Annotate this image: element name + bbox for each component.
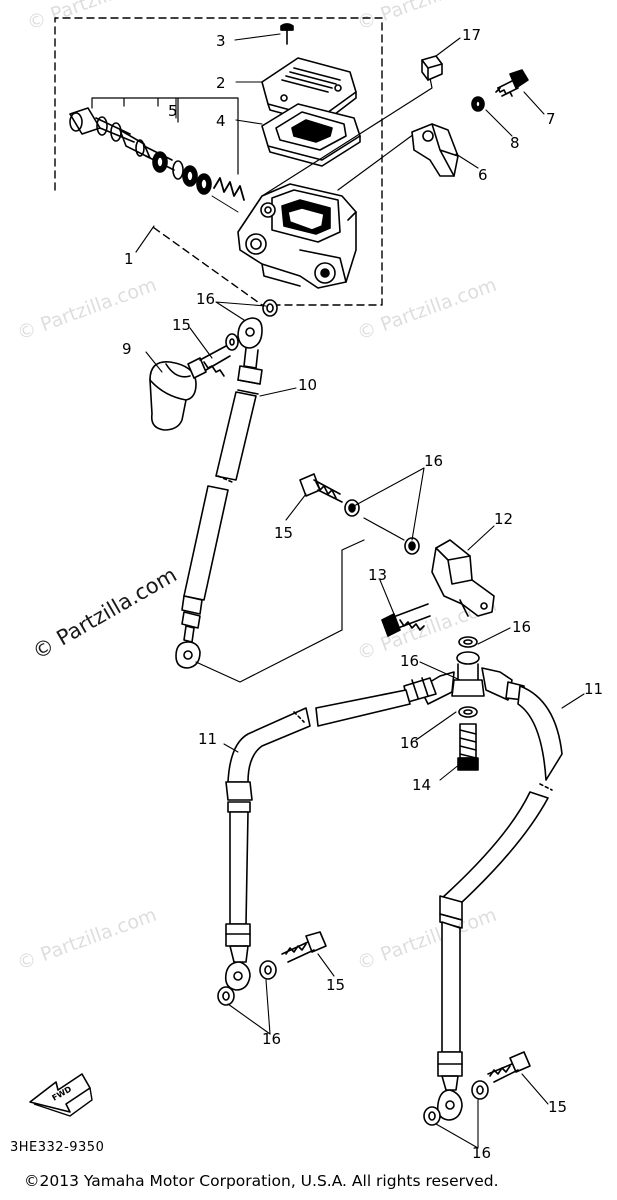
copper-washer-part-16	[262, 299, 278, 317]
union-bolt-part-15	[487, 1051, 531, 1083]
callout-label: 14	[412, 776, 431, 794]
watermark-main: © Partzilla.com	[29, 563, 181, 665]
bolt-part-13	[381, 603, 431, 637]
brake-hose-part-11-left	[224, 677, 437, 991]
callout-label: 4	[216, 112, 226, 130]
brake-hose-part-10	[175, 317, 263, 669]
watermark-text: © Partzilla.com	[14, 904, 159, 975]
callout-label: 16	[400, 734, 419, 752]
callout-label: 11	[584, 680, 603, 698]
watermark-text: © Partzilla.com	[354, 274, 499, 345]
callout-leaders	[135, 33, 585, 1149]
callout-label: 16	[424, 452, 443, 470]
callout-label: 15	[172, 316, 191, 334]
brake-hose-part-11-right	[436, 681, 563, 1121]
callout-label: 15	[274, 524, 293, 542]
copper-washer-part-16	[344, 499, 360, 517]
piston-kit-part-5	[69, 97, 245, 213]
copyright-notice: ©2013 Yamaha Motor Corporation, U.S.A. A…	[24, 1172, 499, 1190]
union-bolt-part-15	[187, 345, 231, 379]
washer-part-8	[471, 96, 485, 112]
callout-label: 9	[122, 340, 132, 358]
callout-label: 15	[326, 976, 345, 994]
cover-part-9	[149, 361, 197, 431]
callout-label: 7	[546, 110, 556, 128]
callout-label: 16	[512, 618, 531, 636]
union-bolt-part-15	[281, 931, 327, 963]
holder-part-6	[411, 123, 459, 177]
bracket-part-12	[431, 539, 495, 617]
bolt-part-7	[495, 69, 529, 97]
callout-label: 13	[368, 566, 387, 584]
callout-label: 6	[478, 166, 488, 184]
copper-washer-part-16	[471, 1080, 489, 1100]
leader-line	[195, 629, 343, 683]
master-cylinder-part-1	[237, 183, 357, 289]
assembly-dashed-box	[54, 17, 383, 306]
forward-arrow-icon: FWD	[29, 1073, 93, 1117]
leader-line	[363, 517, 405, 541]
callout-label: 17	[462, 26, 481, 44]
callout-label: 2	[216, 74, 226, 92]
bolt-part-14	[457, 723, 479, 771]
joint-assembly	[419, 636, 513, 718]
screw-part-3	[280, 23, 294, 45]
copper-washer-part-16	[423, 1106, 441, 1126]
callout-label: 16	[262, 1030, 281, 1048]
diaphragm-part-4	[261, 103, 361, 167]
union-bolt-part-15	[299, 473, 343, 503]
diagram-part-code: 3HE332-9350	[10, 1140, 105, 1155]
copper-washer-part-16	[259, 960, 277, 980]
bleed-cap-part-17	[421, 55, 443, 81]
copper-washer-part-16	[225, 333, 239, 351]
leader-line	[337, 133, 415, 191]
callout-label: 12	[494, 510, 513, 528]
callout-label: 16	[472, 1144, 491, 1162]
leader-line	[261, 77, 433, 197]
callout-label: 16	[400, 652, 419, 670]
callout-label: 16	[196, 290, 215, 308]
callout-label: 11	[198, 730, 217, 748]
callout-label: 1	[124, 250, 134, 268]
copper-washer-part-16	[217, 986, 235, 1006]
callout-label: 8	[510, 134, 520, 152]
callout-numbers: 3 2 4 5 1 17 7 8 6 16 15 9 10 16 15 12 1…	[122, 26, 603, 1162]
reservoir-cap-part-2	[261, 57, 357, 125]
callout-label: 5	[168, 102, 178, 120]
callout-label: 10	[298, 376, 317, 394]
watermark-text: © Partzilla.com	[14, 274, 159, 345]
leader-line	[341, 539, 365, 631]
callout-label: 3	[216, 32, 226, 50]
watermark-text: © Partzilla.com	[354, 904, 499, 975]
callout-label: 15	[548, 1098, 567, 1116]
